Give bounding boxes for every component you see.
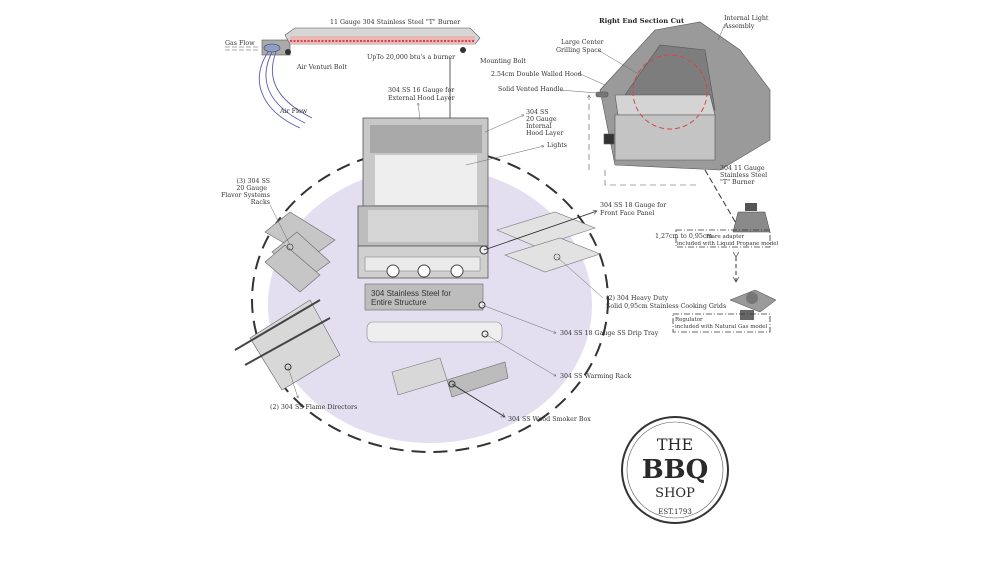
- smoker-box-label: 304 SS Wood Smoker Box: [508, 416, 591, 423]
- internal-hood-label: 304 SS: [526, 109, 549, 116]
- logo-shop: SHOP: [655, 486, 695, 501]
- section-cut-view: [589, 21, 771, 230]
- double-hood-label: 2.54cm Double Walled Hood: [491, 71, 582, 78]
- cooking-grids: [496, 211, 601, 273]
- flavor-racks-label: Flavor Systems: [221, 192, 270, 199]
- drip-tray-label: 304 SS 18 Gauge SS Drip Tray: [560, 330, 659, 337]
- front-panel-label: Front Face Panel: [600, 210, 654, 217]
- mounting-bolt-label: Mounting Bolt: [480, 58, 526, 65]
- flare-adapter-label: included with Liquid Propane model: [677, 241, 778, 247]
- internal-hood-label: 20 Gauge: [526, 116, 557, 123]
- light-assembly-label: Assembly: [723, 23, 755, 30]
- section-title: Right End Section Cut: [599, 17, 685, 25]
- structure-label-1: 304 Stainless Steel for: [371, 289, 451, 298]
- light-assembly-label: Internal Light: [724, 15, 769, 22]
- grilling-space-label: Large Center: [561, 39, 605, 46]
- t-burner-label: 304 11 Gauge: [720, 165, 765, 172]
- bbq-shop-logo: THE BBQ SHOP EST.1793: [621, 416, 729, 524]
- smoker-box: [446, 361, 509, 398]
- flare-adapter-label: Flare adapter: [706, 234, 745, 240]
- grill-assembly: [357, 117, 489, 311]
- internal-hood-label: Internal: [526, 123, 552, 130]
- structure-label-2: Entire Structure: [371, 298, 427, 307]
- air-flow-label: Air Flow: [279, 108, 308, 115]
- front-panel-label: 304 SS 18 Gauge for: [600, 202, 667, 209]
- regulator-label: included with Natural Gas model: [675, 324, 768, 330]
- external-hood-label: External Hood Layer: [388, 95, 456, 102]
- grilling-space-label: Grilling Space: [556, 47, 602, 54]
- flavor-racks: [264, 211, 336, 293]
- flare-adapter-label: 1,27cm to 0,95cm: [655, 233, 712, 240]
- internal-hood-label: Hood Layer: [526, 130, 564, 137]
- t-burner: [225, 27, 481, 235]
- regulator-label: Regulator: [675, 317, 703, 323]
- flavor-racks-label: (3) 304 SS: [237, 178, 270, 185]
- lights-label: Lights: [547, 142, 567, 149]
- logo-est: EST.1793: [658, 508, 692, 516]
- regulator-box: [672, 313, 771, 333]
- flare-adapter-box: [675, 229, 771, 248]
- flavor-racks-label: 20 Gauge: [236, 185, 267, 192]
- warming-rack: [366, 321, 503, 343]
- leader-lines: [269, 23, 726, 418]
- external-hood-label: 304 SS 16 Gauge for: [388, 87, 455, 94]
- cooking-grids-label: Solid 0,95cm Stainless Cooking Grids: [606, 303, 726, 310]
- logo-bbq: BBQ: [642, 455, 709, 485]
- t-burner-label: "T" Burner: [720, 179, 755, 186]
- flare-adapter: [732, 203, 771, 233]
- warming-rack-label: 304 SS Warming Rack: [560, 373, 631, 380]
- btu-label: UpTo 20,000 btu's a burner: [367, 54, 456, 61]
- handle-label: Solid Vented Handle: [498, 86, 564, 93]
- logo-the: THE: [657, 435, 693, 454]
- flavor-racks-label: Racks: [251, 199, 270, 206]
- gas-flow-label: Gas Flow: [225, 40, 255, 47]
- flame-directors: [234, 299, 341, 391]
- flame-directors-label: (2) 304 SS Flame Directors: [270, 404, 357, 411]
- cooking-grids-label: (2) 304 Heavy Duty: [606, 295, 669, 302]
- t-burner-label: Stainless Steel: [720, 172, 767, 179]
- regulator: [729, 289, 777, 320]
- burner-title: 11 Gauge 304 Stainless Steel "T" Burner: [330, 19, 461, 26]
- air-venturi-label: Air Venturi Bolt: [296, 64, 347, 71]
